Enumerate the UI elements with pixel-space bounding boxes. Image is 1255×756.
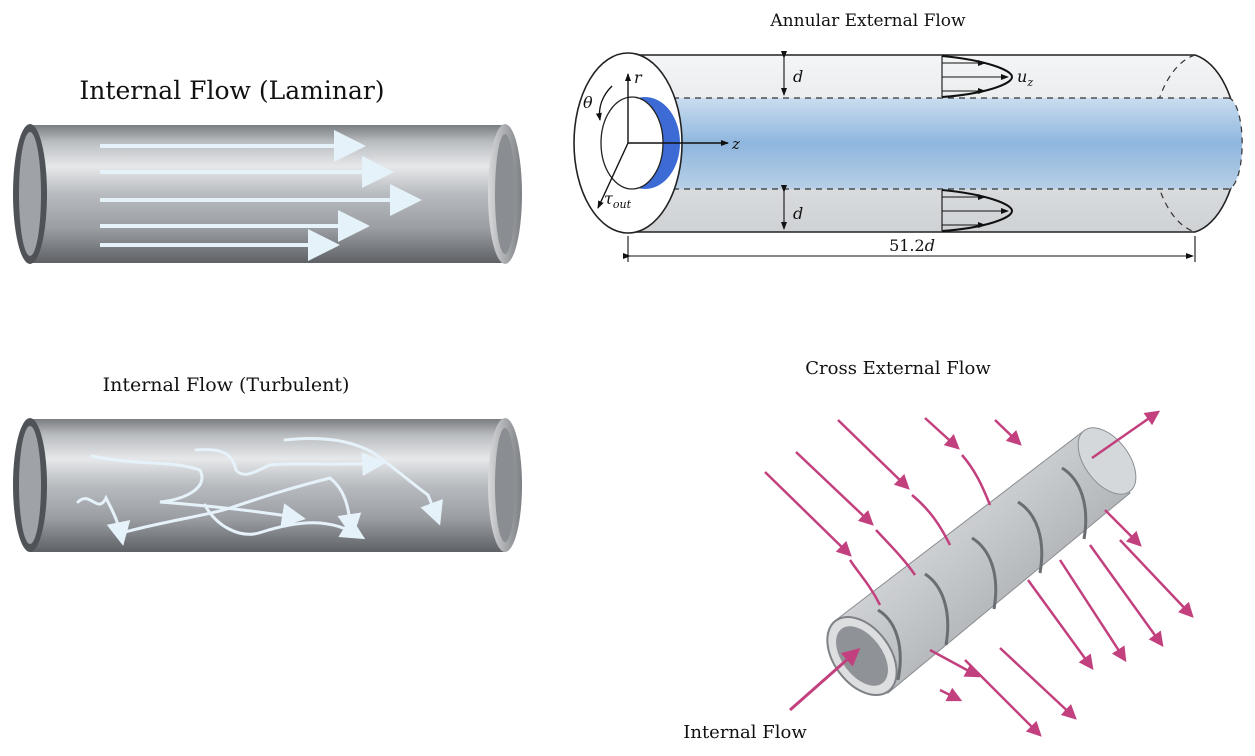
cross-flow-arrow bbox=[994, 419, 1022, 446]
laminar-flow-arrows bbox=[100, 130, 422, 261]
cross-flow-arrow bbox=[1026, 579, 1094, 671]
label-r: r bbox=[634, 68, 643, 87]
label-tau-symbol: τ bbox=[604, 189, 614, 208]
label-tau: τout bbox=[604, 189, 632, 211]
turbulent-arrow bbox=[194, 448, 386, 477]
velocity-profile-top bbox=[941, 55, 1014, 98]
theta-arc bbox=[595, 85, 613, 121]
annular-axes bbox=[595, 73, 729, 209]
cross-flow-arrow bbox=[999, 647, 1077, 720]
turbulent-arrow bbox=[203, 503, 366, 540]
label-length-var: d bbox=[925, 236, 935, 255]
cross-internal-label: Internal Flow bbox=[683, 722, 807, 743]
cross-flow-arrow bbox=[1088, 544, 1164, 648]
cross-incoming-arrows bbox=[764, 417, 1022, 606]
cross-panel: Cross External Flow bbox=[683, 358, 1194, 743]
cross-flow-arrow bbox=[837, 419, 910, 490]
turbulent-arrow bbox=[76, 494, 131, 546]
cross-flow-arrow bbox=[964, 659, 1042, 737]
label-u-sub: z bbox=[1026, 76, 1033, 89]
turbulent-flow-arrows bbox=[76, 437, 443, 546]
label-length: 51.2d bbox=[889, 236, 935, 255]
cross-outgoing-arrows bbox=[929, 410, 1194, 737]
label-tau-sub: out bbox=[613, 198, 632, 211]
cross-internal-flow-arrow bbox=[789, 648, 861, 712]
cross-flow-arrow bbox=[1091, 410, 1161, 460]
velocity-profile-bottom bbox=[941, 189, 1014, 232]
cross-flow-arrow bbox=[1058, 559, 1127, 663]
length-dimension bbox=[623, 236, 1196, 262]
cross-flow-arrow bbox=[924, 417, 960, 450]
turbulent-pipe bbox=[13, 418, 522, 552]
turbulent-panel: Internal Flow (Turbulent) bbox=[13, 374, 522, 552]
axis-tau bbox=[597, 142, 629, 209]
cross-flow-arrow bbox=[929, 648, 981, 678]
cross-flow-arrow bbox=[1104, 509, 1142, 547]
cross-flow-arrow bbox=[1119, 539, 1194, 618]
cross-streamline-wraps bbox=[877, 466, 1088, 681]
cross-flow-arrow bbox=[939, 687, 963, 702]
turbulent-title: Internal Flow (Turbulent) bbox=[103, 374, 350, 396]
annular-panel: Annular External Flow r θ z τout d bbox=[573, 11, 1243, 262]
cross-title: Cross External Flow bbox=[805, 358, 991, 379]
annular-inner-core bbox=[640, 98, 1243, 189]
label-z: z bbox=[731, 135, 740, 153]
label-u-symbol: u bbox=[1017, 67, 1027, 86]
cross-flow-arrow bbox=[764, 471, 852, 557]
laminar-title: Internal Flow (Laminar) bbox=[79, 76, 384, 105]
cross-cylinder-far-end bbox=[1077, 427, 1137, 495]
label-d-bottom: d bbox=[793, 204, 803, 223]
label-u: uz bbox=[1017, 67, 1033, 89]
turbulent-arrow bbox=[283, 437, 443, 526]
laminar-panel: Internal Flow (Laminar) bbox=[13, 76, 522, 264]
label-d-top: d bbox=[793, 67, 803, 86]
label-length-num: 51.2 bbox=[889, 236, 925, 255]
turbulent-arrow bbox=[123, 476, 362, 538]
turbulent-arrow bbox=[90, 454, 306, 528]
cross-flow-arrow bbox=[795, 451, 874, 526]
cross-cylinder bbox=[826, 427, 1137, 696]
label-theta: θ bbox=[583, 93, 593, 112]
annular-title: Annular External Flow bbox=[769, 11, 966, 31]
